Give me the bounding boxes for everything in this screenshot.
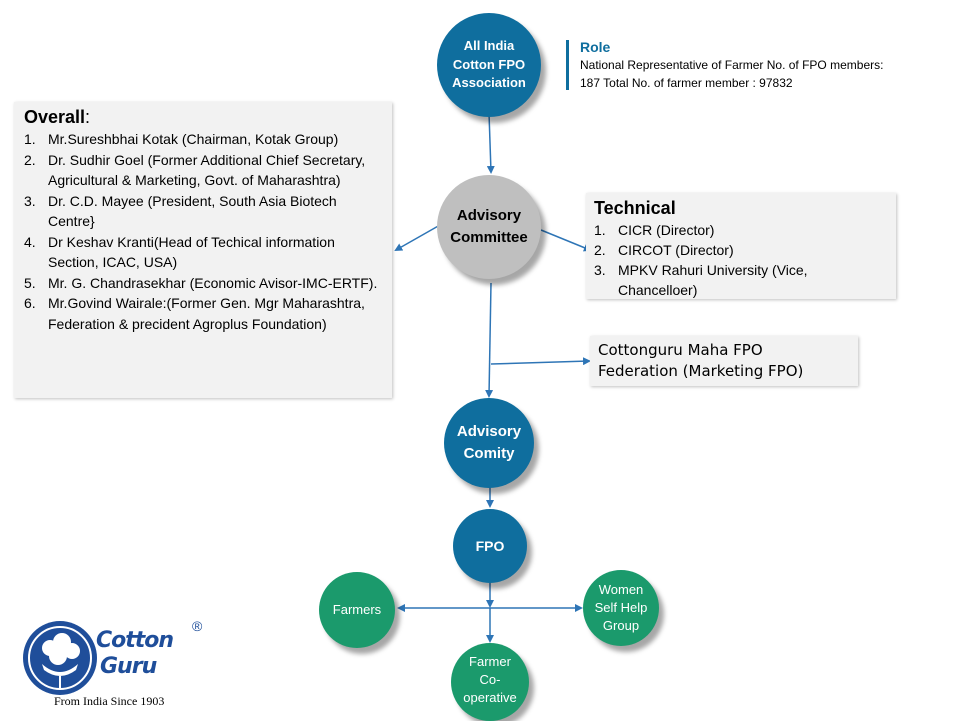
role-title: Role <box>580 39 611 55</box>
women-shg-node: Women Self Help Group <box>583 570 659 646</box>
federation-text: Cottonguru Maha FPO Federation (Marketin… <box>598 341 804 380</box>
advisory-comity-label: Advisory Comity <box>456 423 522 462</box>
list-item: 1. CICR (Director) <box>594 220 888 240</box>
list-item-text: Dr. C.D. Mayee (President, South Asia Bi… <box>48 192 337 230</box>
fpo-node: FPO <box>453 509 527 583</box>
role-block: Role National Representative of Farmer N… <box>566 38 906 92</box>
list-item-text: CIRCOT (Director) <box>618 242 734 258</box>
list-item-text: Mr.Govind Wairale:(Former Gen. Mgr Mahar… <box>48 295 365 332</box>
arrow-committee-to-overall <box>394 224 441 251</box>
advisory-committee-label: Advisory Committee <box>450 207 528 246</box>
farmers-node: Farmers <box>319 572 395 648</box>
advisory-committee-node: Advisory Committee <box>437 175 541 279</box>
list-item-number: 1. <box>24 131 36 147</box>
list-item: 5. Mr. G. Chandrasekhar (Economic Avisor-… <box>24 273 384 294</box>
women-shg-label: Women Self Help Group <box>594 582 648 633</box>
list-item-text: MPKV Rahuri University (Vice, Chancelloe… <box>618 262 808 298</box>
arrow-committee-to-comity <box>485 282 494 398</box>
list-item-text: Mr. G. Chandrasekhar (Economic Avisor-IM… <box>48 274 378 291</box>
technical-list: 1. CICR (Director) 2. CIRCOT (Director) 3.… <box>594 220 888 300</box>
overall-list: 1. Mr.Sureshbhai Kotak (Chairman, Kotak G… <box>24 129 384 334</box>
farmer-coop-node: Farmer Co-operative <box>451 643 529 721</box>
overall-title: Overall <box>24 107 86 127</box>
association-label: All India Cotton FPO Association <box>452 37 526 91</box>
list-item: 3. Dr. C.D. Mayee (President, South Asia … <box>24 191 384 232</box>
arrow-association-to-committee <box>486 112 495 174</box>
list-item-number: 6. <box>24 295 36 311</box>
list-item-number: 1. <box>594 222 606 238</box>
technical-title: Technical <box>594 198 676 218</box>
list-item: 6. Mr.Govind Wairale:(Former Gen. Mgr Mah… <box>24 293 384 334</box>
arrow-committee-to-technical <box>540 229 592 252</box>
farmer-coop-label: Farmer Co-operative <box>463 654 517 705</box>
list-item: 3. MPKV Rahuri University (Vice, Chancell… <box>594 260 888 300</box>
overall-title-suffix: : <box>85 107 91 127</box>
list-item: 2. CIRCOT (Director) <box>594 240 888 260</box>
list-item-text: Mr.Sureshbhai Kotak (Chairman, Kotak Gro… <box>48 131 339 147</box>
list-item: 1. Mr.Sureshbhai Kotak (Chairman, Kotak G… <box>24 129 384 150</box>
list-item: 2. Dr. Sudhir Goel (Former Additional Chi… <box>24 150 384 191</box>
technical-panel: Technical 1. CICR (Director) 2. CIRCOT (Di… <box>586 193 896 299</box>
list-item-number: 4. <box>24 233 36 250</box>
list-item-number: 5. <box>24 274 36 291</box>
cotton-boll-icon <box>23 621 97 695</box>
list-item-number: 2. <box>594 242 606 258</box>
logo-brand-line2: Guru <box>100 654 157 679</box>
logo-registered-mark: ® <box>192 618 203 634</box>
arrow-to-federation <box>490 357 591 366</box>
federation-box: Cottonguru Maha FPO Federation (Marketin… <box>590 336 858 386</box>
role-accent-bar <box>566 40 569 90</box>
list-item-number: 3. <box>24 192 36 209</box>
overall-panel: Overall: 1. Mr.Sureshbhai Kotak (Chairman… <box>14 102 392 398</box>
logo-tagline: From India Since 1903 <box>54 694 165 708</box>
list-item: 4. Dr Keshav Kranti(Head of Techical info… <box>24 232 384 273</box>
list-item-text: Dr. Sudhir Goel (Former Additional Chief… <box>48 151 366 189</box>
list-item-text: CICR (Director) <box>618 222 715 238</box>
logo-brand-line1: Cotton <box>96 628 174 653</box>
farmers-label: Farmers <box>332 601 382 617</box>
cottonguru-logo: Cotton Guru ® From India Since 1903 <box>20 618 210 710</box>
list-item-number: 2. <box>24 151 36 168</box>
role-text: National Representative of Farmer No. of… <box>580 58 884 90</box>
overall-heading: Overall: <box>24 105 384 129</box>
advisory-comity-node: Advisory Comity <box>444 398 534 488</box>
list-item-text: Dr Keshav Kranti(Head of Techical inform… <box>48 233 335 271</box>
list-item-number: 3. <box>594 262 606 278</box>
fpo-label: FPO <box>475 537 505 554</box>
association-node: All India Cotton FPO Association <box>437 13 541 117</box>
